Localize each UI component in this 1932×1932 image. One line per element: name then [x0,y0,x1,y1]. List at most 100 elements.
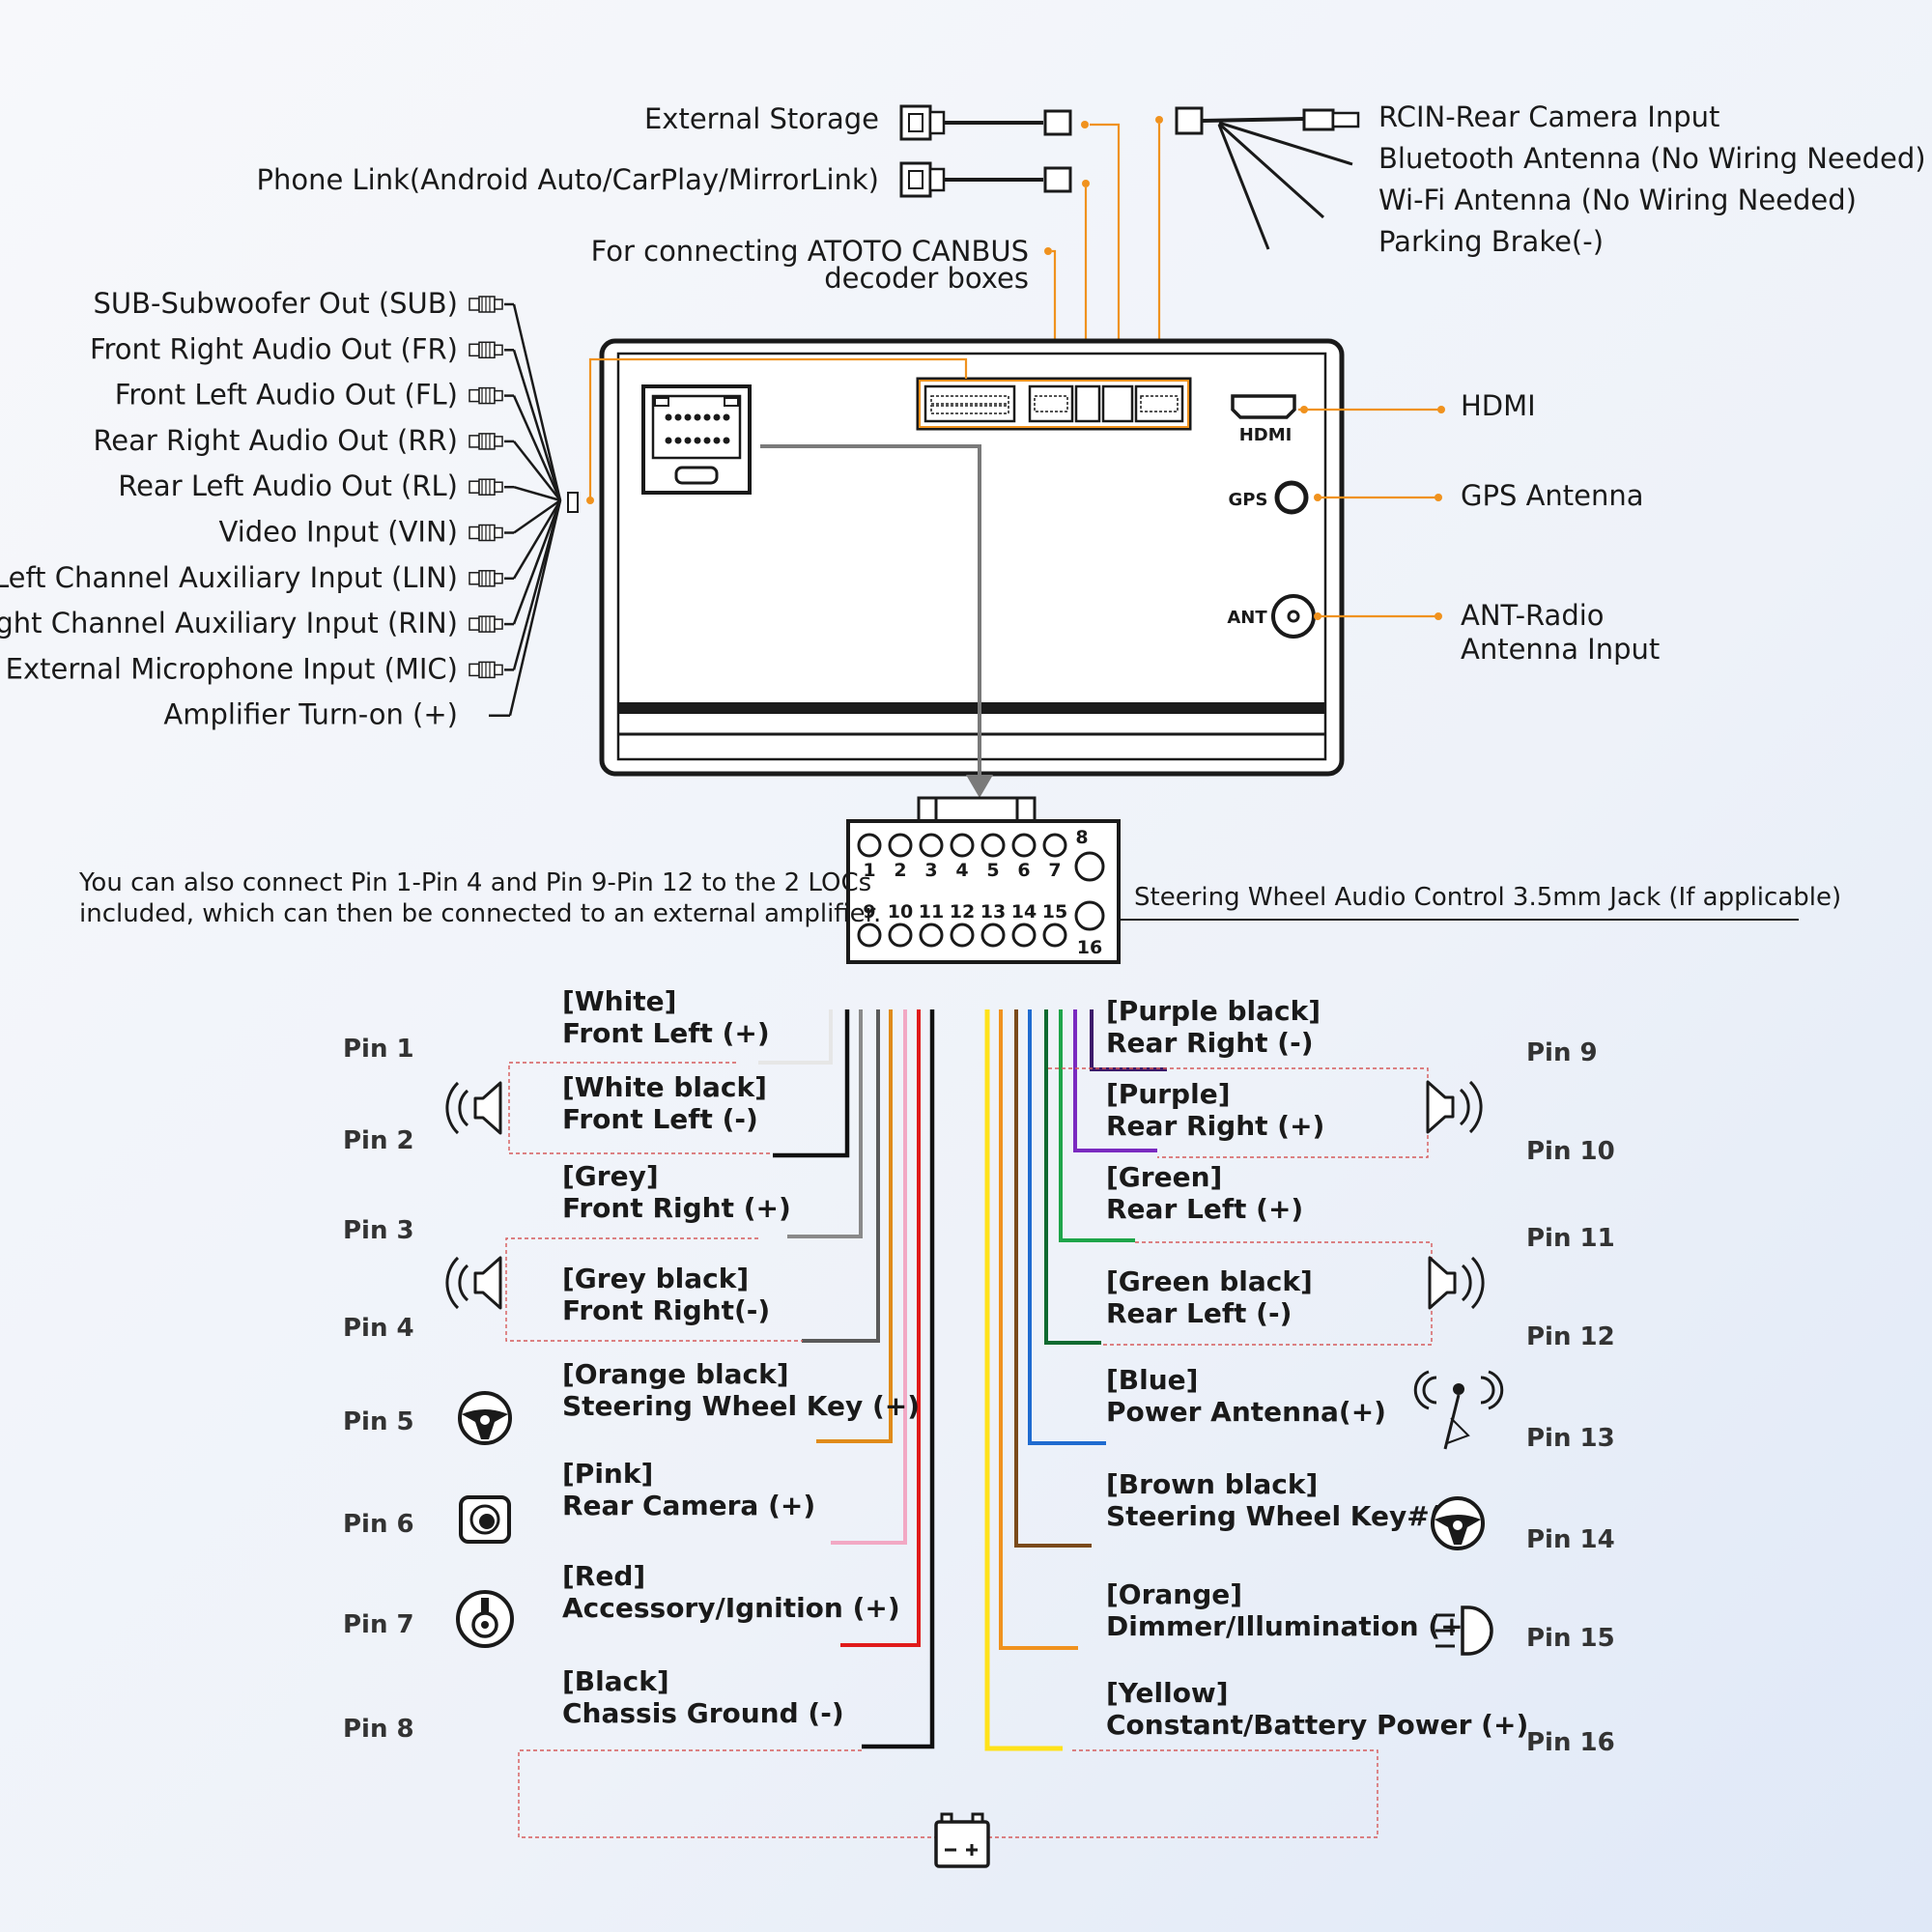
wire-pin-10 [1073,1009,1157,1152]
wire-pin-8 [862,1009,935,1749]
breakout-plug [567,492,579,513]
usb-plug-icon [899,161,1072,198]
output-wire [512,349,562,501]
left-output-label: SUB-Subwoofer Out (SUB) [93,287,458,320]
wire-pin-13 [1028,1009,1106,1445]
pin-socket [1011,833,1037,858]
pin-socket [1074,851,1105,882]
wire-function-label: Rear Right (-) [1106,1027,1313,1059]
wire-function-label: Chassis Ground (-) [562,1697,844,1729]
wire-color-label: [Grey black] [562,1263,749,1294]
pin-number: 14 [1011,901,1037,923]
pin-number: 9 [863,901,875,923]
wire-function-label: Front Left (-) [562,1103,758,1135]
output-wire [512,303,562,501]
pin-16-number: 16 [1077,937,1102,958]
wire-function-label: Steering Wheel Key#(+) [1106,1500,1477,1532]
label-bluetooth: Bluetooth Antenna (No Wiring Needed) [1378,142,1926,175]
label-gps-antenna: GPS Antenna [1461,479,1644,512]
wire-function-label: Front Right (+) [562,1192,791,1224]
pin-socket [919,923,944,948]
rca-plug-icon [469,524,503,542]
wire-function-label: Accessory/Ignition (+) [562,1592,900,1624]
output-wire [512,395,562,501]
pin-label: Pin 11 [1526,1224,1615,1253]
pin-label: Pin 4 [343,1314,414,1343]
left-output-label: Left Channel Auxiliary Input (LIN) [0,561,458,594]
pin-number: 11 [919,901,944,923]
label-hdmi: HDMI [1461,389,1536,422]
wire-pin-7 [840,1009,921,1647]
pin-8-number: 8 [1075,827,1088,848]
pin-socket [980,833,1006,858]
wire-pin-6 [831,1009,907,1545]
wire-color-label: [Orange black] [562,1358,789,1390]
wire-function-label: Dimmer/Illumination (+) [1106,1610,1475,1642]
pin-number: 5 [986,860,999,881]
label-phone-link: Phone Link(Android Auto/CarPlay/MirrorLi… [256,163,879,196]
left-output-label: Front Left Audio Out (FL) [115,379,458,412]
pin-socket [1011,923,1037,948]
wire-pin-12 [1044,1009,1101,1345]
rcin-harness-icon [1175,106,1360,250]
pin-socket [888,833,913,858]
pin-label: Pin 13 [1526,1424,1615,1453]
wire-pin-5 [816,1009,893,1443]
label-canbus-line1: For connecting ATOTO CANBUS [591,235,1029,268]
rca-plug-icon [469,570,503,587]
hdmi-port-label: HDMI [1239,425,1293,445]
wire-function-label: Front Left (+) [562,1017,770,1049]
wire-pin-2 [773,1009,850,1158]
wire-color-label: [Yellow] [1106,1677,1229,1709]
pin-socket [1042,923,1067,948]
orange-leads-right [1298,406,1445,620]
pin-label: Pin 8 [343,1715,414,1744]
label-canbus-line2: decoder boxes [824,262,1029,295]
pin-label: Pin 16 [1526,1728,1615,1757]
left-output-label: Amplifier Turn-on (+) [163,698,458,731]
ant-port-label: ANT [1227,608,1267,628]
wire-color-label: [Orange] [1106,1578,1242,1610]
wire-function-label: Constant/Battery Power (+) [1106,1709,1528,1741]
wire-color-label: [Green black] [1106,1265,1313,1297]
rca-plug-icon [469,478,503,496]
pin-label: Pin 9 [1526,1038,1598,1067]
pin-number: 4 [955,860,968,881]
pin-number: 7 [1048,860,1061,881]
pin-number: 13 [980,901,1006,923]
usb-plug-icon [899,104,1072,141]
rca-plug-icon [469,341,503,359]
pin-label: Pin 3 [343,1216,414,1245]
pin-number: 15 [1042,901,1067,923]
rca-plug-icon [469,433,503,450]
pin-number: 6 [1017,860,1030,881]
wire-pin-9 [1090,1009,1167,1071]
wire-function-label: Front Right(-) [562,1294,770,1326]
rca-plug-icon [469,615,503,633]
pin-label: Pin 1 [343,1035,414,1064]
output-wire [512,499,562,580]
pin-socket [888,923,913,948]
label-parking-brake: Parking Brake(-) [1378,225,1604,258]
pin-label: Pin 5 [343,1407,414,1436]
pin-socket [1074,900,1105,931]
wire-pin-14 [1014,1009,1092,1548]
pin-label: Pin 14 [1526,1525,1615,1554]
label-wifi: Wi-Fi Antenna (No Wiring Needed) [1378,184,1857,216]
pin-number: 2 [894,860,906,881]
left-output-label: Video Input (VIN) [219,516,459,549]
pin-labels: Pin 1[White]Front Left (+)Pin 2[White bl… [343,985,1615,1757]
battery-icon [934,1812,990,1868]
pin-number: 3 [924,860,937,881]
pin-wires [758,1009,1167,1751]
pin-socket [1042,833,1067,858]
wire-color-label: [Blue] [1106,1364,1198,1396]
pin-label: Pin 15 [1526,1624,1615,1653]
note-line1: You can also connect Pin 1-Pin 4 and Pin… [78,868,871,897]
ignition-key-icon [456,1590,514,1648]
left-output-label: Front Right Audio Out (FR) [90,332,458,365]
gps-port-label: GPS [1229,490,1268,510]
pin-number: 1 [863,860,875,881]
